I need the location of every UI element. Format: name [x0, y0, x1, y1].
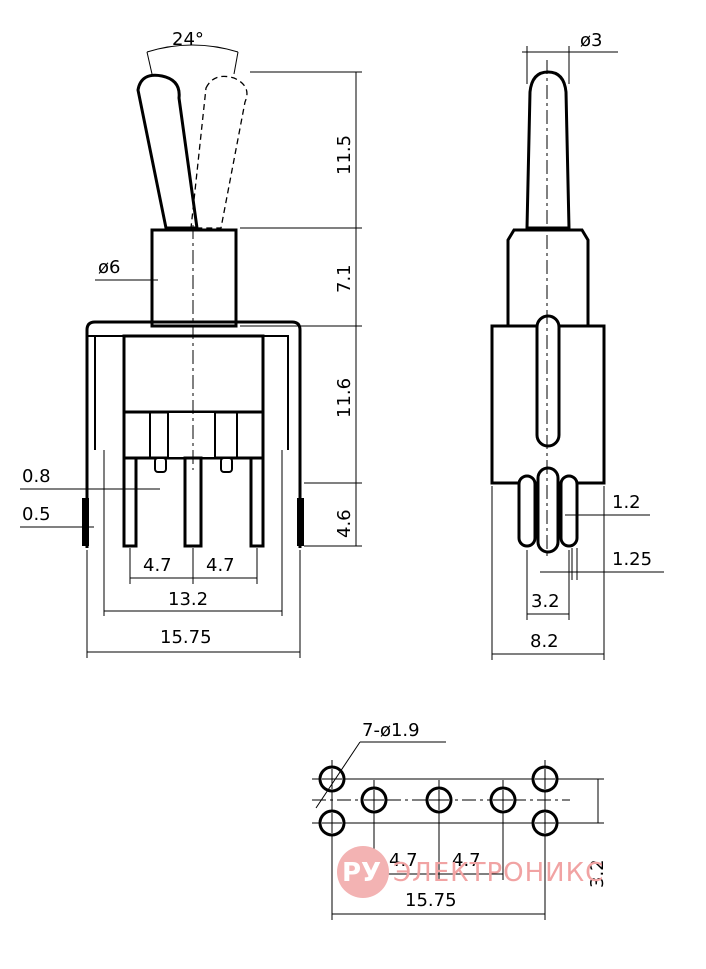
- watermark: РУ ЭЛЕКТРОНИКС: [337, 846, 604, 898]
- dim-pin-offset: 1.25: [612, 549, 652, 570]
- front-view: 24° 11.5 7.1 11.6 4.6: [20, 29, 362, 658]
- dim-lever-dia: ø3: [580, 30, 602, 51]
- bracket-leg-left: [82, 498, 89, 546]
- watermark-logo-text: РУ: [342, 858, 381, 888]
- dim-row-spacing: 3.2: [531, 591, 560, 612]
- switch-body: [122, 334, 265, 414]
- dim-body-width: 13.2: [168, 589, 208, 610]
- dim-fp-spacing-left: 4.7: [389, 850, 418, 871]
- lever-alt-position: [190, 75, 248, 229]
- bushing-front: [150, 228, 238, 328]
- dim-bracket-thickness: 0.8: [22, 466, 51, 487]
- angle-arc: [146, 44, 239, 53]
- dim-pin-height: 4.6: [334, 509, 355, 538]
- terminal-right: [249, 456, 265, 548]
- dim-bracket-pin: 0.5: [22, 504, 51, 525]
- dim-pin-spacing-right: 4.7: [206, 555, 235, 576]
- dim-body-height: 11.6: [334, 378, 355, 418]
- dim-fp-spacing-right: 4.7: [452, 850, 481, 871]
- dim-holes: 7-ø1.9: [362, 720, 420, 741]
- dim-pin-spacing-left: 4.7: [143, 555, 172, 576]
- terminal-center: [183, 456, 203, 548]
- lever-side: [525, 70, 571, 230]
- lever-front: [136, 73, 199, 230]
- dim-pin-width: 1.2: [612, 492, 641, 513]
- dim-bushing-dia: ø6: [98, 257, 120, 278]
- angle-label: 24°: [172, 29, 204, 50]
- terminal-left: [122, 456, 138, 548]
- terminal-side-right: [559, 474, 579, 548]
- dim-total-width: 15.75: [160, 627, 212, 648]
- dim-fp-total-width: 15.75: [405, 890, 457, 911]
- terminal-side-left: [517, 474, 537, 548]
- bracket-frame: [85, 320, 302, 548]
- watermark-text: ЭЛЕКТРОНИКС: [393, 858, 604, 888]
- watermark-logo: [337, 846, 389, 898]
- dim-side-width: 8.2: [530, 631, 559, 652]
- slot-side: [535, 314, 561, 448]
- dim-bushing-height: 7.1: [334, 264, 355, 293]
- footprint-view: 7-ø1.9 3.2 4.7 4.7 15.75: [312, 720, 608, 920]
- dim-lever-height: 11.5: [334, 135, 355, 175]
- bracket-leg-right: [297, 498, 304, 546]
- terminal-side-center: [536, 466, 560, 554]
- bushing-side: [506, 228, 590, 328]
- side-view: ø3 1.2 1.25 3.2 8.2: [490, 30, 664, 660]
- dim-fp-row-spacing: 3.2: [587, 859, 608, 888]
